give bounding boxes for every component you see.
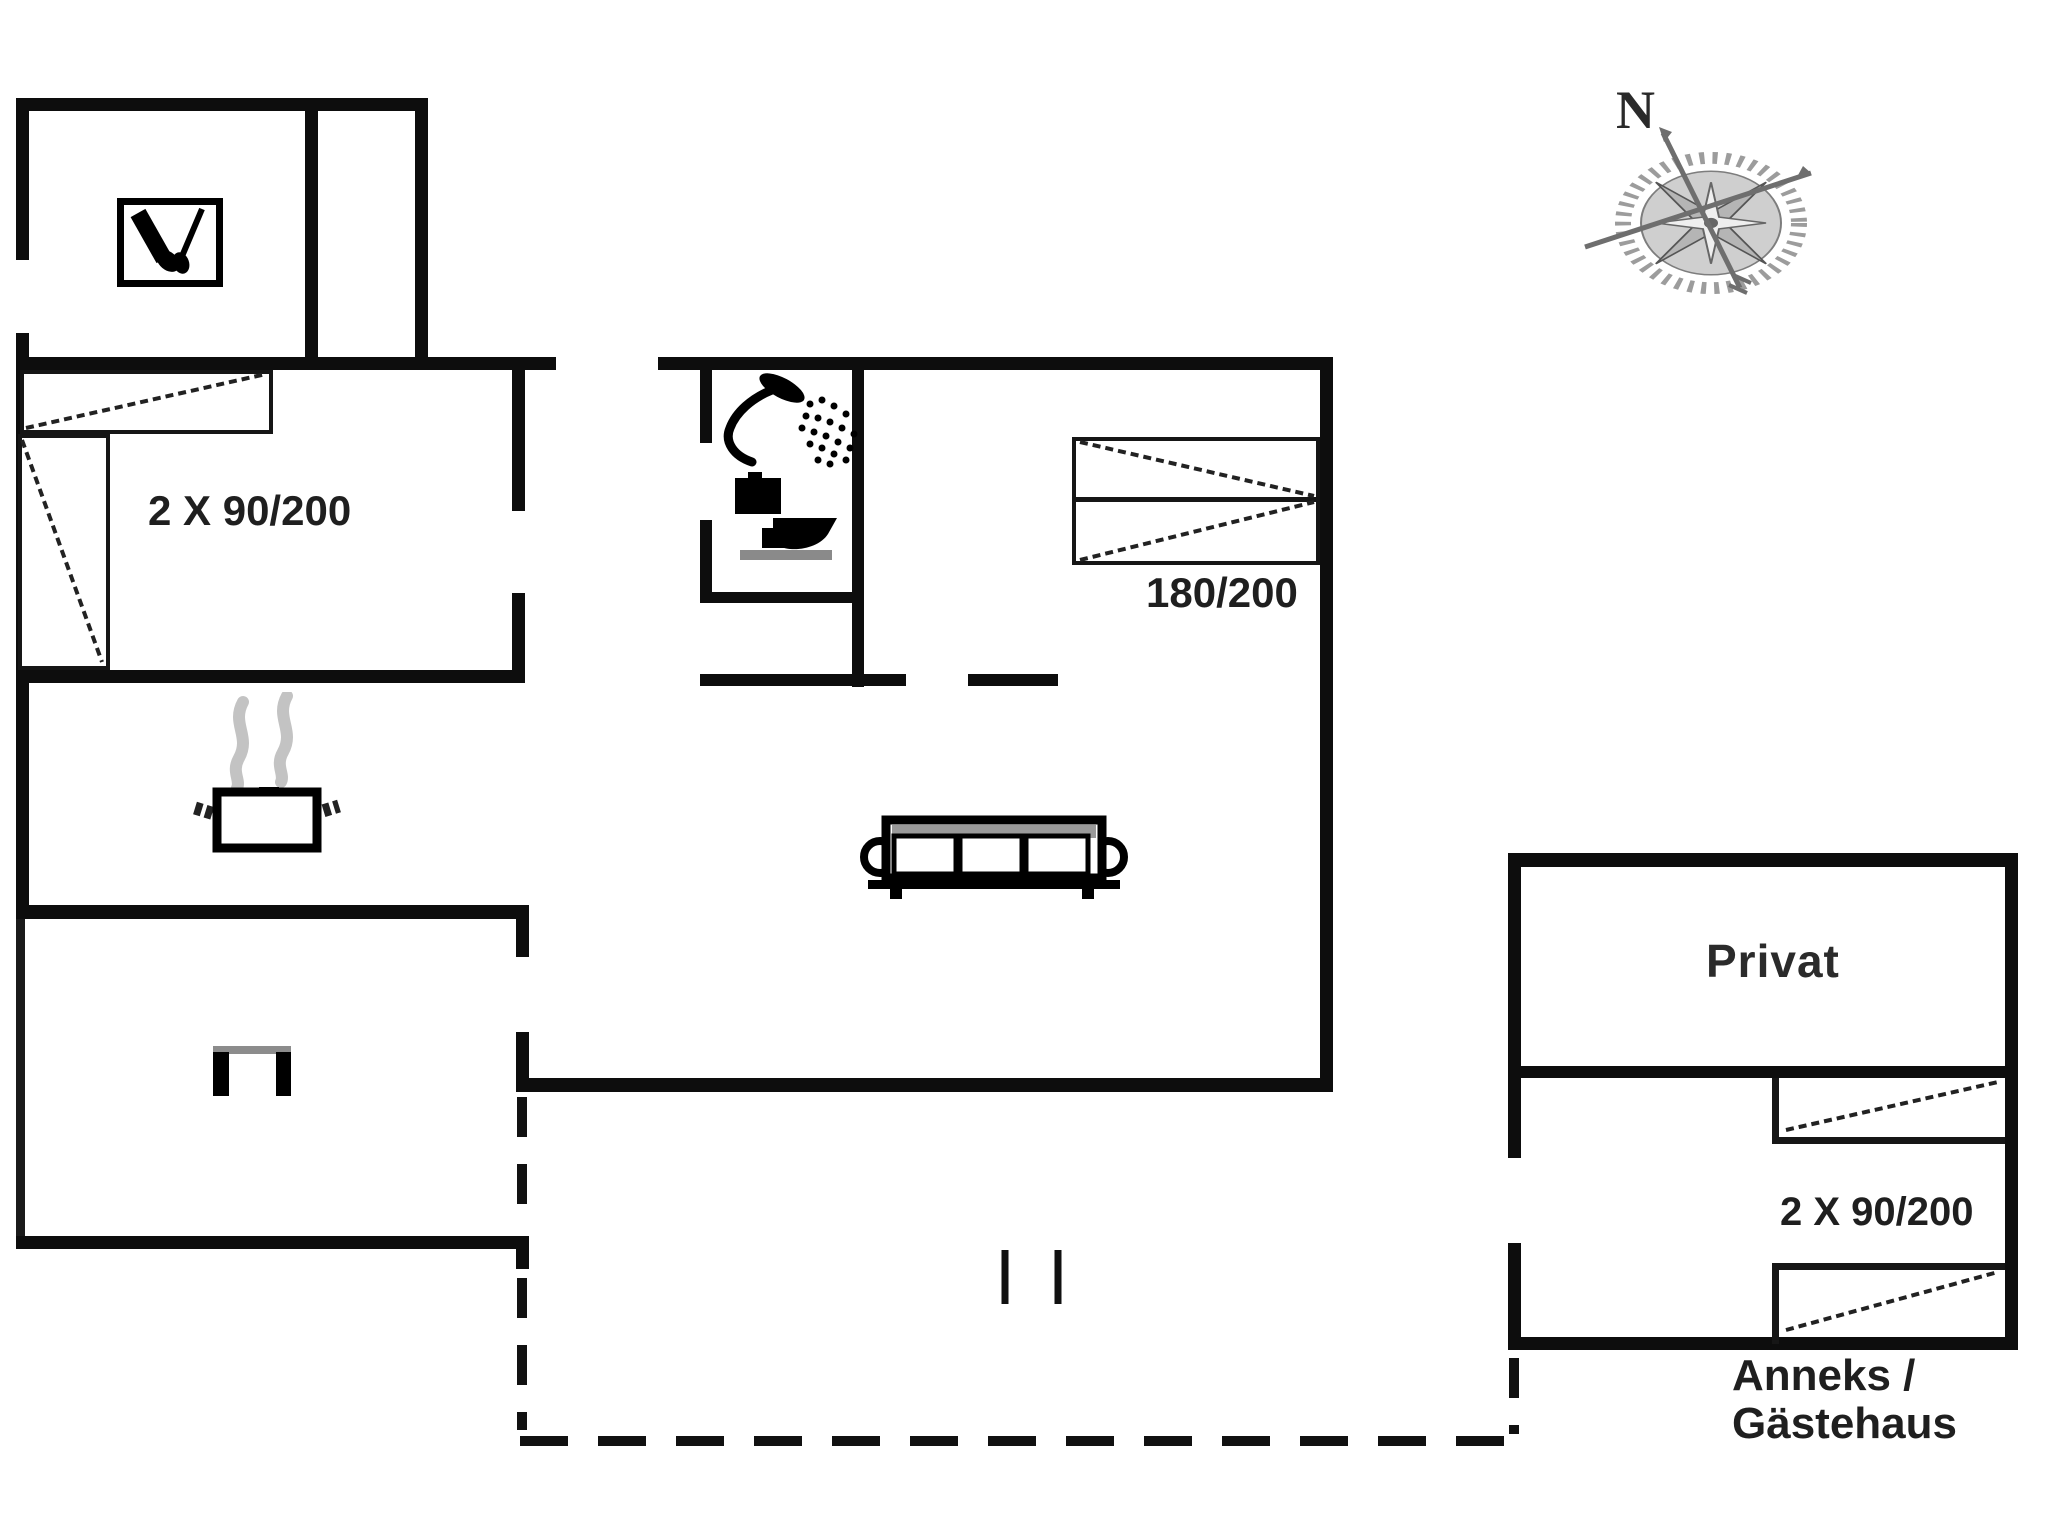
annex-caption: Gästehaus xyxy=(1732,1399,1957,1448)
wall-segment xyxy=(2005,853,2018,1350)
bed-size-label: 2 X 90/200 xyxy=(148,487,352,534)
wall-segment xyxy=(1508,1337,2018,1350)
annex-room-label: Privat xyxy=(1706,935,1840,987)
compass-north-label: N xyxy=(1616,80,1655,140)
wall-segment xyxy=(16,98,428,111)
terrace-step-marks xyxy=(1001,1250,1062,1304)
bed-duvet-lines xyxy=(20,372,1999,1332)
bed-size-label: 180/200 xyxy=(1146,569,1298,616)
wall-segment xyxy=(16,98,29,260)
wall-segment xyxy=(516,1032,529,1078)
wall-segment xyxy=(516,919,529,957)
wall-segment xyxy=(512,593,525,683)
wall-segment xyxy=(516,1078,1333,1092)
wall-segment xyxy=(852,363,864,687)
wall-segment xyxy=(16,1236,516,1249)
wall-segment xyxy=(16,919,25,1249)
steam xyxy=(229,696,249,794)
wall-segment xyxy=(1521,1066,2005,1078)
bed-single xyxy=(1772,1137,2005,1144)
wall-segment xyxy=(968,674,1058,686)
wall-segment xyxy=(700,592,864,603)
bed-divider xyxy=(1074,497,1318,502)
wall-segment xyxy=(1320,357,1333,1090)
compass-rose-icon: N xyxy=(1584,80,1812,295)
wall-segment xyxy=(700,363,712,443)
cooking-pot-icon xyxy=(193,692,341,853)
steam xyxy=(273,692,293,788)
wall-segment xyxy=(512,357,525,511)
wall-segment xyxy=(658,357,1333,370)
wall-segment xyxy=(16,670,525,683)
shower-icon xyxy=(723,373,858,468)
wall-segment xyxy=(305,98,318,370)
wall-segment xyxy=(1508,853,1521,1158)
bed-single xyxy=(1772,1078,1779,1144)
sofa-icon xyxy=(860,815,1128,899)
annex-caption: Anneks / xyxy=(1732,1351,1916,1400)
wall-segment xyxy=(516,1236,529,1269)
wall-segment xyxy=(1508,1243,1521,1350)
toilet-icon xyxy=(735,472,837,560)
wall-segment xyxy=(16,905,529,919)
wall-segment xyxy=(700,674,906,686)
bed-size-label: 2 X 90/200 xyxy=(1780,1190,1974,1234)
wall-segment xyxy=(700,520,712,602)
bed-single xyxy=(1772,1263,2005,1270)
wall-segment xyxy=(1508,853,2018,867)
wall-segment xyxy=(16,357,556,370)
bed-single xyxy=(1772,1263,1779,1344)
tools-icon xyxy=(117,198,223,287)
terrace-dashed-outline xyxy=(517,1097,1519,1446)
wall-segment xyxy=(415,98,428,370)
